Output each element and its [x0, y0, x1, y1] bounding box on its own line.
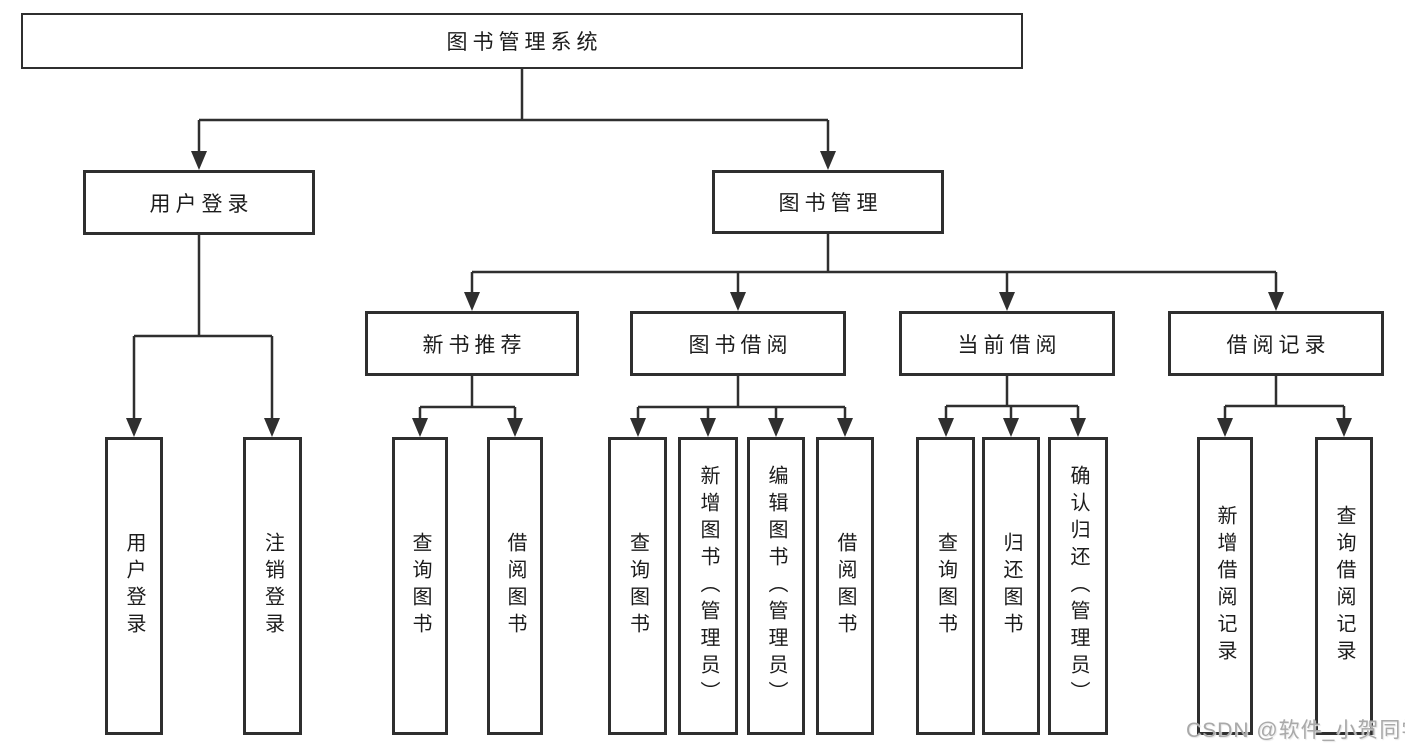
arrowhead	[630, 418, 646, 437]
leaf-confirm-return-admin: 确认归还（管理员）	[1048, 437, 1108, 735]
csdn-watermark: CSDN @软件_小贺同学	[1186, 719, 1405, 742]
arrowhead	[837, 418, 853, 437]
arrowhead	[264, 418, 280, 437]
leaf-borrow-books-recommend: 借阅图书	[487, 437, 543, 735]
leaf-query-books-current: 查询图书	[916, 437, 975, 735]
arrowhead	[1003, 418, 1019, 437]
node-current-borrow: 当前借阅	[899, 311, 1115, 376]
arrowhead	[1336, 418, 1352, 437]
arrowhead	[1268, 292, 1284, 311]
arrowhead	[412, 418, 428, 437]
arrowhead	[820, 151, 836, 170]
leaf-return-book: 归还图书	[982, 437, 1040, 735]
node-book-borrow: 图书借阅	[630, 311, 846, 376]
arrowhead	[126, 418, 142, 437]
arrowhead	[191, 151, 207, 170]
leaf-add-borrow-record: 新增借阅记录	[1197, 437, 1253, 735]
node-borrow-records: 借阅记录	[1168, 311, 1384, 376]
arrowhead	[507, 418, 523, 437]
node-user-login: 用户登录	[83, 170, 315, 235]
leaf-edit-book-admin: 编辑图书（管理员）	[747, 437, 805, 735]
arrowhead	[1070, 418, 1086, 437]
leaf-query-books-borrow: 查询图书	[608, 437, 667, 735]
arrowhead	[464, 292, 480, 311]
arrowhead	[768, 418, 784, 437]
arrowhead	[938, 418, 954, 437]
arrowhead	[730, 292, 746, 311]
leaf-user-login: 用户登录	[105, 437, 163, 735]
leaf-borrow-books: 借阅图书	[816, 437, 874, 735]
arrowhead	[700, 418, 716, 437]
leaf-add-book-admin: 新增图书（管理员）	[678, 437, 738, 735]
arrowhead	[1217, 418, 1233, 437]
node-book-management: 图书管理	[712, 170, 944, 234]
leaf-query-books-recommend: 查询图书	[392, 437, 448, 735]
leaf-logout: 注销登录	[243, 437, 302, 735]
node-library-system: 图书管理系统	[21, 13, 1023, 69]
arrowhead	[999, 292, 1015, 311]
leaf-query-borrow-record: 查询借阅记录	[1315, 437, 1373, 735]
node-new-book-recommend: 新书推荐	[365, 311, 579, 376]
